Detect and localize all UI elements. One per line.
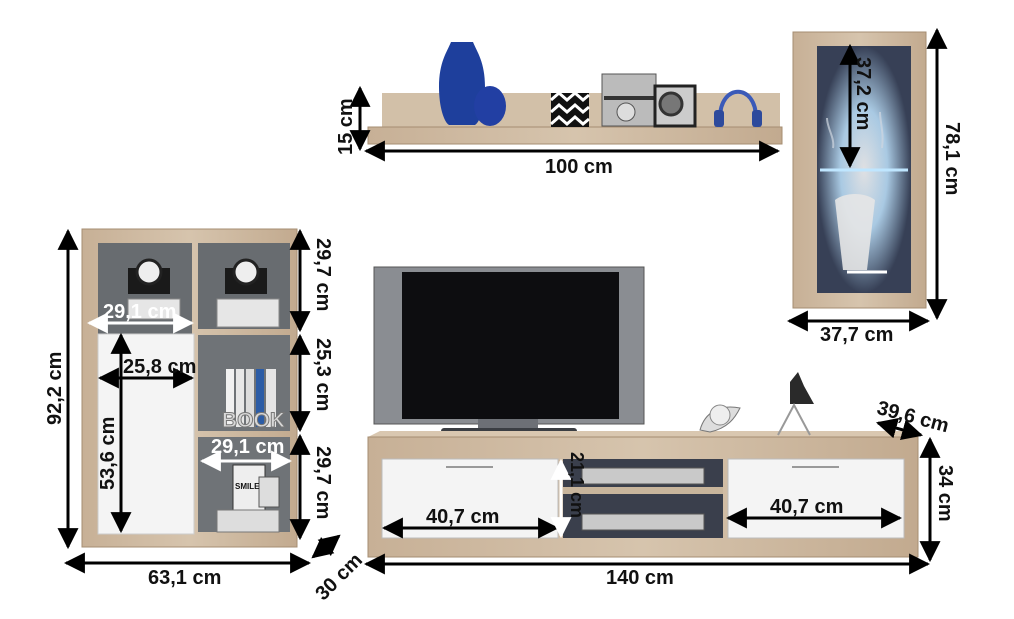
television <box>373 266 645 436</box>
headphones-icon <box>718 89 758 119</box>
glass-cabinet <box>792 31 927 309</box>
compartment-2-label: 25,3 cm <box>312 338 334 412</box>
wall-shelf <box>367 42 783 145</box>
bookcase-height-label: 92,2 cm <box>44 351 66 425</box>
dimension-arrows <box>57 27 948 575</box>
door-height-label: 53,6 cm <box>97 416 119 490</box>
bookcase <box>81 228 298 548</box>
lower-shelf-width-label: 29,1 cm <box>211 436 285 458</box>
cabinet-width-label: 37,7 cm <box>820 324 894 346</box>
tall-vase-icon <box>439 42 485 125</box>
bookcase-width-label: 63,1 cm <box>148 567 222 589</box>
small-vase-icon <box>474 86 506 126</box>
shelf-height-label: 15 cm <box>335 98 357 155</box>
tv-stand-height-label: 34 cm <box>934 465 956 522</box>
book-cover-text: SMILE <box>235 482 260 491</box>
tv-stand-width-label: 140 cm <box>606 567 674 589</box>
shelf-width-label: 100 cm <box>545 156 613 178</box>
clock-icon <box>232 258 260 286</box>
tv-stand-shelf-height-label: 21,1 cm <box>567 452 587 519</box>
compartment-3-label: 29,7 cm <box>312 446 334 520</box>
dvd-player-icon <box>581 467 705 485</box>
cabinet-inner-height-label: 37,2 cm <box>852 57 874 131</box>
cabinet-height-label: 78,1 cm <box>941 122 963 196</box>
figurine-icon <box>790 372 814 404</box>
left-drawer-width-label: 40,7 cm <box>426 506 500 528</box>
book-sign: BOOK <box>222 409 286 432</box>
top-shelf-width-label: 29,1 cm <box>103 301 177 323</box>
right-drawer-width-label: 40,7 cm <box>770 496 844 518</box>
clock-icon <box>135 258 163 286</box>
dvd-player-icon <box>581 513 705 531</box>
compartment-1-label: 29,7 cm <box>312 238 334 312</box>
door-width-label: 25,8 cm <box>123 356 197 378</box>
